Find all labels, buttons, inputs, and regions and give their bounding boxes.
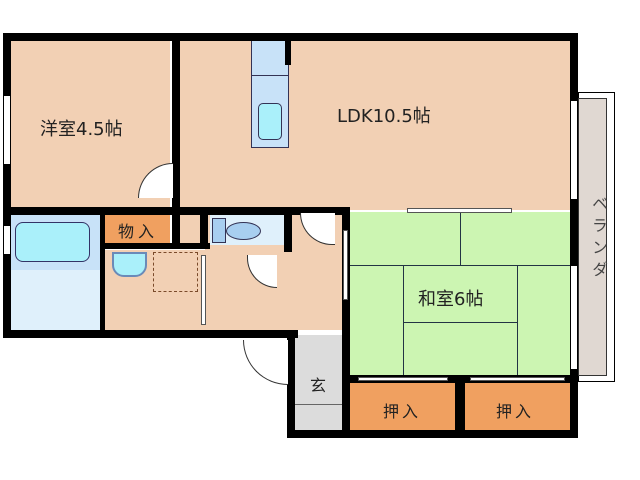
ldk-room: [180, 40, 570, 210]
sink-icon: [112, 252, 147, 277]
washing-machine-space: [153, 252, 198, 292]
western-room-label: 洋室4.5帖: [40, 119, 123, 140]
sliding-door: [358, 377, 448, 381]
closet-right: [465, 383, 570, 431]
storage-label: 物入: [118, 222, 159, 241]
japanese-room-label: 和室6帖: [418, 289, 484, 310]
entrance-door-swing: [243, 340, 288, 385]
wall: [3, 207, 348, 215]
wall: [284, 207, 292, 252]
tatami-line: [403, 265, 404, 377]
wall: [285, 40, 291, 65]
wall: [570, 33, 578, 438]
sliding-door: [201, 255, 206, 325]
tatami-line: [517, 265, 518, 377]
wall: [100, 207, 105, 337]
tatami-line: [350, 265, 572, 266]
toilet-bowl-icon: [226, 222, 261, 240]
toilet-tank-icon: [212, 218, 226, 243]
closet-right-label: 押入: [496, 402, 535, 421]
wall: [287, 335, 295, 438]
wall: [455, 375, 465, 435]
window: [3, 95, 11, 165]
window: [570, 100, 578, 200]
sliding-door: [470, 377, 565, 381]
window: [570, 265, 578, 370]
kitchen-divider: [251, 75, 289, 76]
window: [3, 225, 11, 255]
closet-left-label: 押入: [383, 402, 422, 421]
wall: [100, 243, 210, 249]
small-storage: [180, 215, 200, 245]
bathtub-icon: [15, 222, 90, 262]
wall: [3, 33, 11, 338]
entrance-step: [295, 404, 345, 405]
storage-room: [105, 215, 170, 245]
veranda-label: ベランダ: [589, 195, 608, 283]
wall: [342, 207, 350, 435]
veranda: [578, 98, 607, 376]
wall: [3, 330, 298, 338]
closet-left: [350, 383, 455, 431]
wall: [287, 430, 578, 438]
tatami-line: [460, 212, 461, 265]
sliding-door: [407, 208, 512, 213]
ldk-label: LDK10.5帖: [337, 106, 431, 127]
wall: [200, 207, 208, 247]
entrance: [295, 335, 345, 430]
tatami-line: [403, 322, 517, 323]
sliding-door: [343, 230, 348, 300]
wall: [3, 33, 578, 41]
kitchen-sink-icon: [258, 103, 282, 140]
japanese-room: [350, 212, 572, 377]
entrance-label: 玄: [310, 376, 327, 395]
wall: [172, 33, 180, 243]
